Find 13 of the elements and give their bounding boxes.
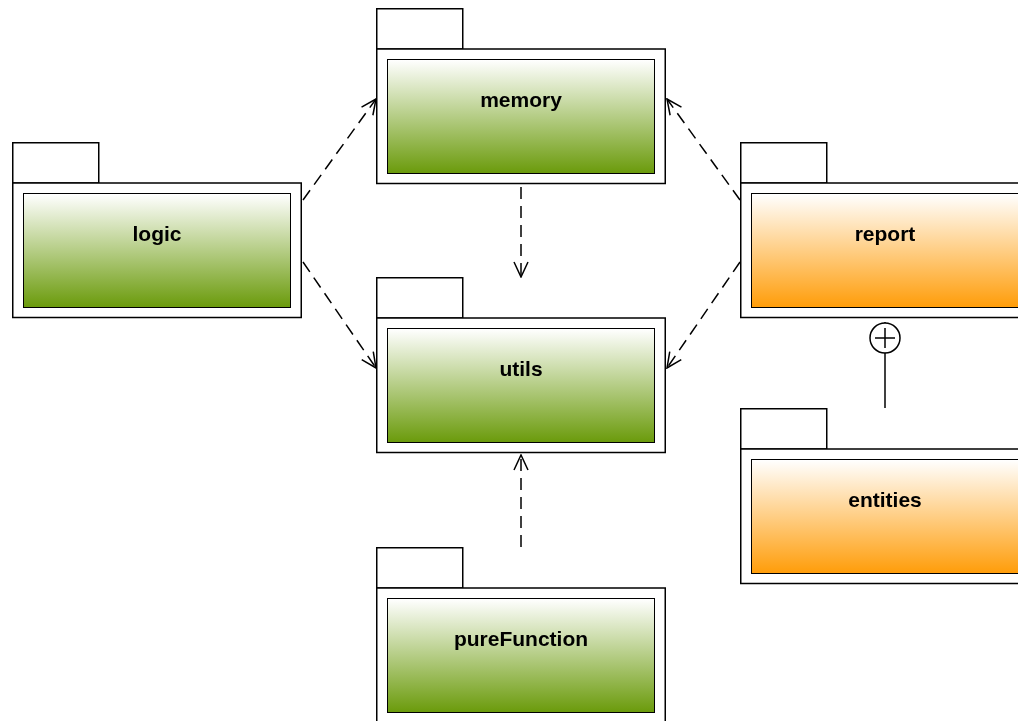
package-name: report bbox=[854, 221, 916, 247]
dependency-arrow bbox=[302, 98, 377, 201]
dependency-arrow bbox=[666, 98, 741, 201]
dependency-arrow bbox=[666, 261, 741, 369]
dependency-arrow bbox=[513, 186, 529, 278]
package-name: memory bbox=[480, 87, 562, 113]
package-name: utils bbox=[499, 356, 543, 382]
package-name: pureFunction bbox=[453, 626, 589, 652]
package-name: entities bbox=[848, 487, 922, 513]
dependency-arrow bbox=[513, 454, 529, 548]
dependency-arrow bbox=[302, 261, 377, 369]
package-name: logic bbox=[132, 221, 182, 247]
containment-connector bbox=[869, 321, 901, 409]
